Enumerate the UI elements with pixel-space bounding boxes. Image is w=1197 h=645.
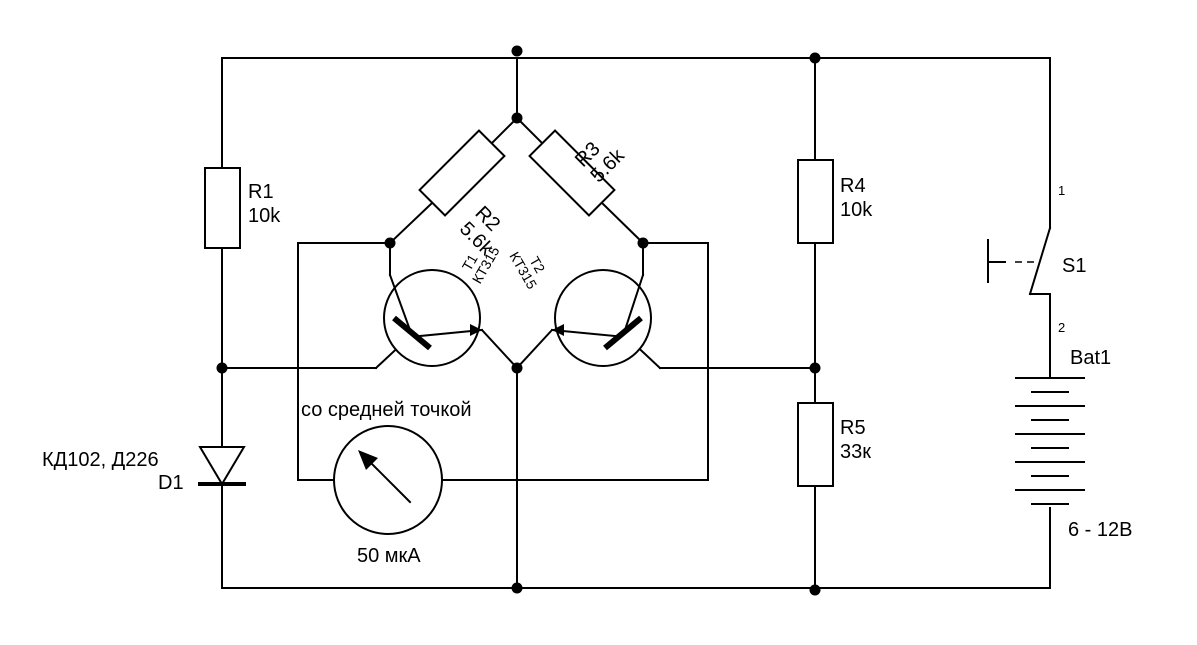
bat1-voltage: 6 - 12В — [1068, 519, 1132, 541]
d1-name: D1 — [158, 472, 184, 494]
junction-dot — [809, 52, 821, 64]
microammeter: со средней точкой 50 мкА — [301, 399, 472, 567]
r4-value: 10k — [840, 199, 873, 221]
transistor-t1: T1 КТ315 — [383, 243, 503, 367]
d1-type: КД102, Д226 — [42, 449, 159, 471]
t1-name: T1 — [459, 251, 481, 273]
meter-note: со средней точкой — [301, 399, 472, 421]
r1-name: R1 — [248, 181, 274, 203]
junctions — [216, 45, 821, 596]
junction-dot — [637, 237, 649, 249]
r1-value: 10k — [248, 205, 281, 227]
t2-name: T2 — [526, 254, 548, 276]
switch-s1: S1 1 2 — [987, 183, 1086, 335]
junction-dot — [511, 45, 523, 57]
s1-pin2: 2 — [1058, 320, 1065, 335]
diode-d1: КД102, Д226 D1 — [42, 446, 246, 494]
junction-dot — [511, 362, 523, 374]
resistor-r1: R1 10k — [204, 167, 281, 249]
resistor-r5: R5 33к — [797, 402, 871, 487]
junction-dot — [216, 362, 228, 374]
s1-pin1: 1 — [1058, 183, 1065, 198]
junction-dot — [384, 237, 396, 249]
s1-name: S1 — [1062, 255, 1086, 277]
transistor-t2: T2 КТ315 — [506, 249, 652, 367]
meter-range: 50 мкА — [357, 545, 421, 567]
bat1-name: Bat1 — [1070, 347, 1111, 369]
resistor-r4: R4 10k — [797, 159, 873, 244]
junction-dot — [511, 582, 523, 594]
r5-name: R5 — [840, 417, 866, 439]
junction-dot — [809, 584, 821, 596]
junction-dot — [809, 362, 821, 374]
resistor-r2: R2 5.6k — [418, 129, 506, 261]
r4-name: R4 — [840, 175, 866, 197]
battery-bat1: Bat1 6 - 12В — [1015, 347, 1132, 541]
junction-dot — [511, 112, 523, 124]
resistor-r3: R3 5.6k — [528, 129, 630, 217]
r5-value: 33к — [840, 441, 871, 463]
